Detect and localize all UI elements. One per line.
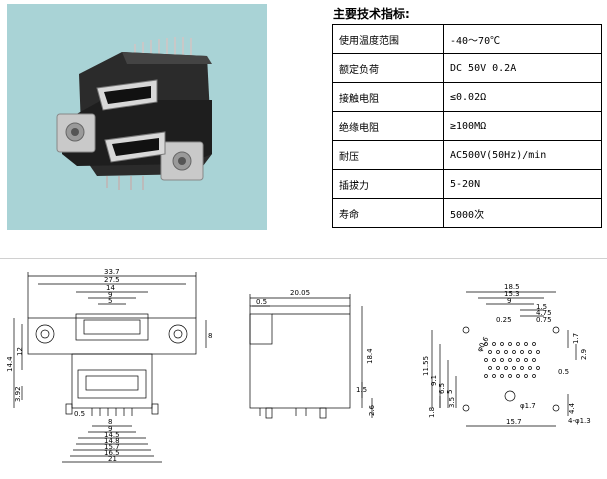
dim-label: 14.5 (104, 431, 120, 439)
dim-label: 15.3 (504, 290, 520, 298)
dim-label: 1.8 (428, 407, 436, 418)
spec-value: ≥100MΩ (443, 111, 602, 141)
dim-label: 2.6 (368, 404, 376, 416)
spec-table: 使用温度范围 -40～70℃ 额定负荷 DC 50V 0.2A 接触电阻 ≤0.… (332, 24, 602, 228)
dim-label: 4.75 (536, 309, 552, 317)
technical-drawings: 33.7 27.5 14 9 5 14.4 12 3.92 8 8 9 14.5… (6, 268, 591, 463)
dim-label: 8 (108, 418, 112, 426)
dim-label: 14.8 (104, 437, 120, 445)
product-photo (7, 4, 267, 230)
dim-label: 1.7 (572, 333, 580, 344)
dim-label: 3.92 (14, 386, 22, 402)
dim-label: 14 (106, 284, 115, 292)
footprint-view (431, 291, 577, 427)
dim-label: 33.7 (104, 268, 120, 276)
table-row: 耐压 AC500V(50Hz)/min (332, 140, 602, 170)
dim-label: 8 (208, 332, 212, 340)
dim-label: 9 (108, 291, 112, 299)
dim-label: 0.25 (496, 316, 512, 324)
front-view (13, 272, 207, 463)
dim-label: 16.5 (104, 449, 120, 457)
dim-label: 0.75 (536, 316, 552, 324)
spec-label: 绝缘电阻 (332, 111, 444, 141)
dim-label: 2.9 (580, 349, 588, 360)
table-row: 绝缘电阻 ≥100MΩ (332, 111, 602, 141)
table-row: 插拔力 5-20N (332, 169, 602, 199)
dim-label: 5 (108, 297, 112, 305)
dim-label: 14.4 (6, 356, 14, 372)
dim-label: 0.5 (256, 298, 267, 306)
spec-value: AC500V(50Hz)/min (443, 140, 602, 170)
spec-value: 5-20N (443, 169, 602, 199)
dim-label: 4-φ1.3 (568, 417, 591, 425)
dim-label: 9 (108, 425, 112, 433)
dim-label: 1.5 (536, 303, 547, 311)
table-row: 使用温度范围 -40～70℃ (332, 24, 602, 54)
table-row: 寿命 5000次 (332, 198, 602, 228)
dim-label: 18.4 (366, 348, 374, 364)
spec-value: -40～70℃ (443, 24, 602, 54)
spec-title: 主要技术指标: (333, 7, 410, 21)
spec-value: ≤0.02Ω (443, 82, 602, 112)
spec-label: 耐压 (332, 140, 444, 170)
dim-label: 6.5 (438, 383, 446, 394)
dim-label: 18.5 (504, 283, 520, 291)
dim-label: 4.4 (568, 402, 576, 414)
dim-label: 3.5 (448, 397, 456, 408)
spec-label: 接触电阻 (332, 82, 444, 112)
dim-label: 0.5 (558, 368, 569, 376)
table-row: 额定负荷 DC 50V 0.2A (332, 53, 602, 83)
spec-value: 5000次 (443, 198, 602, 228)
spec-label: 额定负荷 (332, 53, 444, 83)
table-row: 接触电阻 ≤0.02Ω (332, 82, 602, 112)
spec-label: 插拔力 (332, 169, 444, 199)
spec-value: DC 50V 0.2A (443, 53, 602, 83)
section-divider (0, 258, 607, 259)
dim-label: 15.7 (104, 443, 120, 451)
connector-photo-illustration (56, 37, 212, 190)
dim-label: 20.05 (290, 289, 310, 297)
dim-label: φ0.6 (476, 335, 491, 353)
dim-label: φ1.7 (520, 402, 536, 410)
spec-label: 寿命 (332, 198, 444, 228)
side-view (249, 294, 373, 419)
dim-label: 9 (507, 297, 511, 305)
dim-label: 27.5 (104, 276, 120, 284)
dim-label: 5 (446, 390, 454, 394)
dim-label: 1.5 (356, 386, 367, 394)
dim-label: 9.1 (430, 375, 438, 386)
dim-label: 0.5 (74, 410, 85, 418)
dim-label: 11.55 (422, 356, 430, 376)
dim-label: 15.7 (506, 418, 522, 426)
dim-label: 21 (108, 455, 117, 463)
spec-label: 使用温度范围 (332, 24, 444, 54)
dim-label: 12 (16, 347, 24, 356)
